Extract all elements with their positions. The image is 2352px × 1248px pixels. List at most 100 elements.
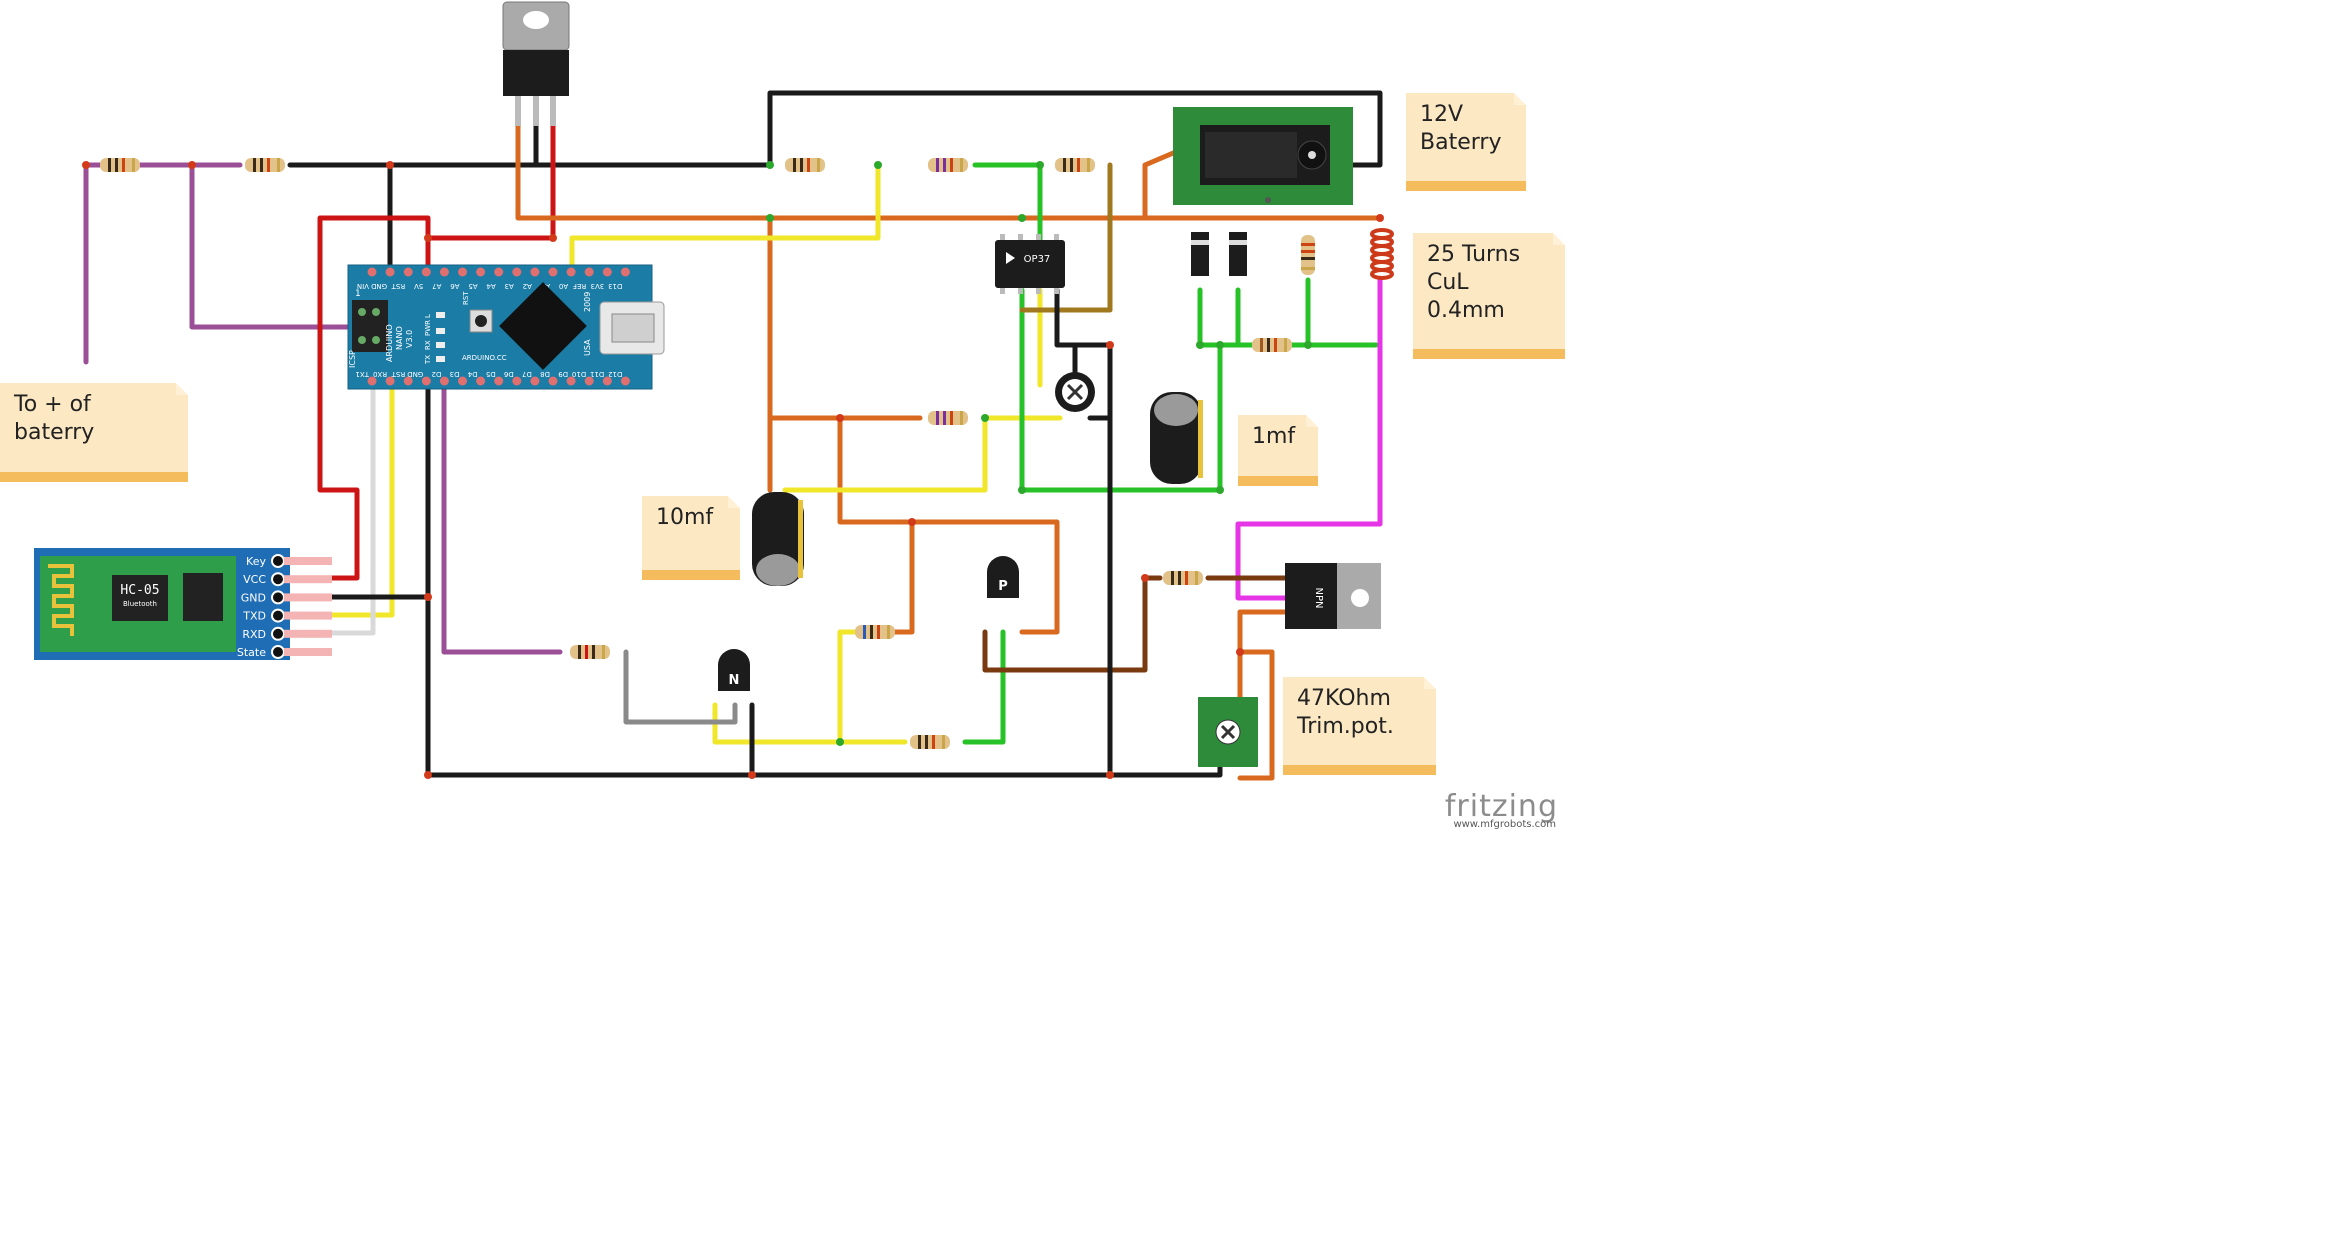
nano-pin-label-top-9: A2 xyxy=(523,282,532,290)
wire-olive xyxy=(1019,162,1113,313)
wire-purple-d2 xyxy=(441,382,563,655)
fritzing-logo: fritzing xyxy=(1444,789,1558,824)
resistor-12 xyxy=(1163,571,1203,585)
wire-white xyxy=(317,377,376,636)
capacitor-1mf xyxy=(1150,392,1203,484)
arduino-nano: VINGNDRST5VA7A6A5A4A3A2A1A0REF3V3D13 TX1… xyxy=(347,264,665,390)
nano-pin-label-bottom-8: D6 xyxy=(503,370,513,378)
bt-pin-lead-key xyxy=(284,557,332,565)
trimpot-47k xyxy=(1198,697,1258,767)
watermark: www.mfgrobots.com xyxy=(1453,819,1556,830)
bt-pin-lead-gnd xyxy=(284,593,332,602)
resistor-7 xyxy=(1252,338,1292,352)
bt-pin-label-txd: TXD xyxy=(242,610,266,623)
op37-label: OP37 xyxy=(1024,254,1051,265)
nano-pin-bottom-14 xyxy=(620,376,630,386)
resistor-10 xyxy=(855,625,895,639)
wire-purple-batt xyxy=(83,162,243,365)
bt-pin-gnd xyxy=(271,590,285,605)
bt-pin-label-gnd: GND xyxy=(241,591,266,604)
nano-pin-label-top-4: A7 xyxy=(432,282,441,290)
bt-pin-lead-txd xyxy=(284,611,332,620)
nano-pin-top-9 xyxy=(530,267,540,277)
npn-power-transistor: NPN xyxy=(1285,563,1381,629)
nano-pin-label-top-7: A4 xyxy=(486,282,496,290)
nano-icsp-label: ICSP xyxy=(348,350,357,368)
bt-pin-vcc xyxy=(271,572,285,587)
nano-pin-label-top-14: D13 xyxy=(608,282,622,290)
nano-pin-top-2 xyxy=(403,267,413,277)
bt-pin-key xyxy=(271,554,285,568)
nano-pin-bottom-4 xyxy=(439,376,449,386)
wire-yellow-cap xyxy=(782,415,1063,493)
nano-pin-bottom-10 xyxy=(548,376,558,386)
bt-pin-lead-rxd xyxy=(284,629,332,638)
nano-pin-top-1 xyxy=(385,267,395,277)
bt-pin-rxd xyxy=(271,626,285,641)
wire-orange-rail xyxy=(515,97,1383,221)
bt-pin-label-rxd: RXD xyxy=(242,628,266,641)
resistor-5 xyxy=(1055,158,1095,172)
nano-pin-label-top-6: A5 xyxy=(468,282,477,290)
coil-inductor xyxy=(1370,228,1394,280)
nano-pin-label-bottom-11: D9 xyxy=(558,370,568,378)
bt-pin-lead-state xyxy=(284,648,332,656)
wire-black-bottom xyxy=(425,377,1223,778)
bt-pin-label-state: State xyxy=(237,646,266,659)
nano-icsp-number: 1 xyxy=(355,289,361,299)
npn-power-label: NPN xyxy=(1313,588,1324,609)
capacitor-10mf xyxy=(752,492,804,586)
bt-pin-label-vcc: VCC xyxy=(243,573,266,586)
resistor-11 xyxy=(910,735,950,749)
nano-pin-top-0 xyxy=(367,267,377,277)
nano-pin-bottom-0 xyxy=(367,376,377,386)
npn-transistor-small: N xyxy=(718,649,750,691)
wire-gray xyxy=(623,649,738,725)
nano-pin-bottom-3 xyxy=(421,376,431,386)
wire-magenta-coil xyxy=(1235,277,1383,601)
nano-pin-top-4 xyxy=(439,267,449,277)
nano-pin-bottom-13 xyxy=(602,376,612,386)
nano-year: 2009 xyxy=(583,292,592,312)
nano-pin-top-3 xyxy=(421,267,431,277)
nano-pin-label-bottom-9: D7 xyxy=(522,370,532,378)
nano-pin-top-13 xyxy=(602,267,612,277)
nano-pin-top-8 xyxy=(512,267,522,277)
note-coil: 25 Turns CuL 0.4mm xyxy=(1413,233,1565,359)
note-12v-battery: 12V Baterry xyxy=(1406,93,1526,191)
resistor-3 xyxy=(785,158,825,172)
nano-pin-label-top-2: RST xyxy=(391,282,405,290)
diode-2 xyxy=(1229,232,1247,276)
nano-pin-bottom-5 xyxy=(458,376,467,386)
nano-pin-label-bottom-14: D12 xyxy=(608,370,622,378)
nano-pin-bottom-12 xyxy=(584,376,594,386)
resistor-6 xyxy=(928,411,968,425)
nano-pin-top-5 xyxy=(458,267,467,277)
nano-pin-label-bottom-10: D8 xyxy=(540,370,550,378)
bt-name: HC-05 xyxy=(120,583,159,598)
wire-green-diodes xyxy=(1197,277,1379,348)
nano-reset-label: RST xyxy=(462,291,470,305)
nano-pin-top-10 xyxy=(548,267,558,277)
bt-pin-lead-vcc xyxy=(284,575,332,584)
nano-pin-label-bottom-2: RST xyxy=(391,370,405,378)
wire-brown-pnp xyxy=(982,575,1288,673)
nano-pin-label-top-3: 5V xyxy=(414,282,423,290)
nano-pin-top-6 xyxy=(476,267,486,277)
nano-pin-label-bottom-12: D10 xyxy=(572,370,586,378)
bt-sub: Bluetooth xyxy=(123,600,157,608)
circuit-diagram: VINGNDRST5VA7A6A5A4A3A2A1A0REF3V3D13 TX1… xyxy=(34,1,1394,781)
nano-pin-label-bottom-7: D5 xyxy=(486,370,496,378)
resistor-8 xyxy=(1301,235,1315,275)
resistor-1 xyxy=(100,158,140,172)
resistor-2 xyxy=(245,158,285,172)
wire-yellow-a0 xyxy=(569,162,881,273)
nano-country: USA xyxy=(583,339,592,356)
nano-pin-bottom-1 xyxy=(385,376,395,386)
wire-green-left xyxy=(1019,287,1223,493)
npn-small-label: N xyxy=(729,673,740,688)
nano-led-pwr: PWR xyxy=(424,320,432,336)
